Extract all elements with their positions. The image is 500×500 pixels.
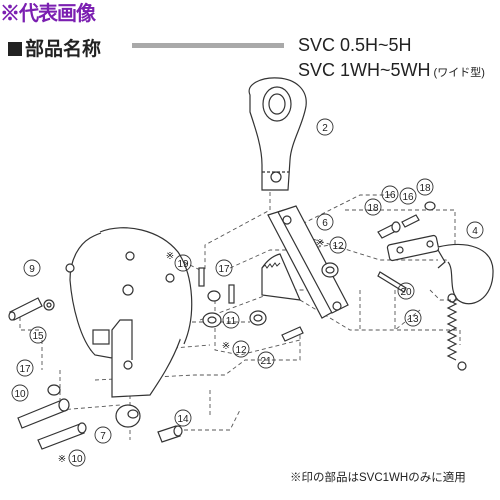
star-mark-19: ※ — [166, 251, 174, 262]
callout-17b — [16, 359, 34, 377]
callout-6 — [316, 213, 334, 231]
section-title: 部品名称 — [8, 34, 101, 61]
callout-num-19: 19 — [177, 259, 189, 270]
wide-type-footnote: ※印の部品はSVC1WHのみに適用 — [290, 472, 466, 484]
star-mark-10b: ※ — [58, 454, 66, 465]
callout-12b — [232, 340, 250, 358]
callout-21 — [257, 351, 275, 369]
part-roller — [115, 404, 141, 428]
part-nut-17 — [47, 201, 436, 396]
callout-num-17b: 17 — [19, 364, 31, 375]
callout-num-6: 6 — [322, 218, 328, 229]
callout-12a — [329, 236, 347, 254]
callout-9 — [23, 259, 41, 277]
callout-10b — [68, 449, 86, 467]
callout-labels — [11, 118, 484, 467]
callout-num-7: 7 — [100, 431, 106, 442]
callout-numbers: 2 4 6 7 9 10 10 11 12 12 13 14 15 16 16 … — [14, 123, 478, 465]
part-bolt-14 — [157, 425, 183, 443]
callout-11 — [222, 311, 240, 329]
callout-14 — [174, 409, 192, 427]
representative-image-watermark: ※代表画像 — [0, 3, 96, 25]
square-bullet-icon — [8, 42, 22, 56]
part-bolts-10 — [17, 398, 87, 450]
model-range-wide-note: (ワイド型) — [433, 67, 485, 79]
callout-num-14: 14 — [177, 414, 189, 425]
model-range-standard: SVC 0.5H~5H — [298, 35, 412, 55]
star-mark-12b: ※ — [222, 341, 230, 352]
callout-num-18b: 18 — [419, 183, 431, 194]
part-link-plates — [267, 205, 349, 319]
part-pin-long — [8, 297, 43, 321]
callout-num-10a: 10 — [14, 389, 26, 400]
part-lifting-shackle — [248, 77, 307, 191]
callout-10a — [11, 384, 29, 402]
callout-num-15: 15 — [32, 331, 44, 342]
callout-num-4: 4 — [472, 226, 478, 237]
callout-num-17a: 17 — [218, 264, 230, 275]
callout-num-16a: 16 — [384, 190, 396, 201]
callout-2 — [316, 118, 334, 136]
callout-num-2: 2 — [322, 123, 328, 134]
part-nut-small — [43, 299, 55, 311]
section-title-text: 部品名称 — [25, 39, 102, 60]
callout-17a — [215, 259, 233, 277]
part-bushing — [202, 312, 222, 328]
callout-18a — [364, 198, 382, 216]
wide-only-marks: ※ ※ ※ ※ — [58, 238, 324, 465]
callout-18b — [416, 178, 434, 196]
callout-num-9: 9 — [29, 264, 35, 275]
callout-num-13: 13 — [407, 314, 419, 325]
callout-num-12b: 12 — [235, 345, 247, 356]
callout-13 — [404, 309, 422, 327]
part-main-body — [65, 227, 193, 398]
callout-num-12a: 12 — [332, 241, 344, 252]
star-mark-12a: ※ — [316, 238, 324, 249]
callout-num-20: 20 — [400, 287, 412, 298]
part-dowel-pins — [198, 267, 235, 304]
callout-15 — [29, 326, 47, 344]
callout-19 — [174, 254, 192, 272]
callout-20 — [397, 282, 415, 300]
model-range-wide-text: SVC 1WH~5WH — [298, 60, 431, 80]
model-range-wide: SVC 1WH~5WH(ワイド型) — [298, 60, 485, 81]
callout-num-11: 11 — [226, 316, 237, 327]
callout-4 — [466, 221, 484, 239]
part-lock-lever — [386, 234, 494, 305]
callout-num-21: 21 — [260, 356, 272, 367]
callout-num-16b: 16 — [402, 192, 414, 203]
title-rule — [132, 43, 284, 48]
part-bolts-top-right — [377, 214, 420, 239]
part-gear-sector — [261, 253, 301, 301]
callout-16b — [399, 187, 417, 205]
part-pin-21 — [281, 326, 304, 342]
callout-16a — [381, 185, 399, 203]
callout-num-10b: 10 — [71, 454, 83, 465]
part-washers — [249, 262, 339, 326]
part-spring — [446, 293, 467, 371]
callout-7 — [94, 426, 112, 444]
callout-num-18a: 18 — [367, 203, 379, 214]
